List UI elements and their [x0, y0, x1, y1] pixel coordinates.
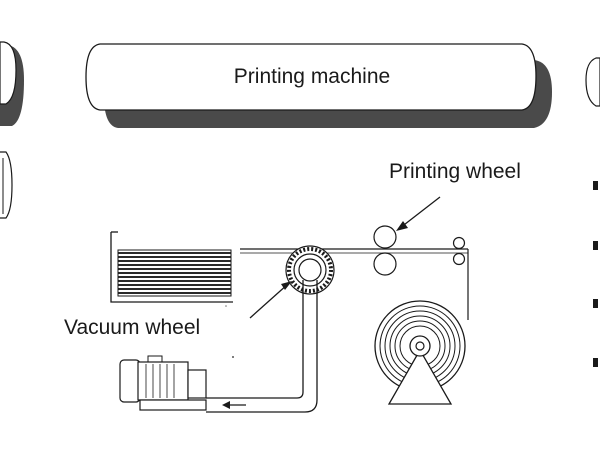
scan-speck [232, 356, 234, 358]
bullet-3 [593, 299, 598, 308]
paper-stack [110, 231, 233, 303]
printing-wheel-callout: Printing wheel [389, 160, 521, 231]
scan-speck [225, 305, 227, 307]
vacuum-wheel [285, 245, 335, 295]
vacuum-duct [206, 280, 318, 413]
bullet-2 [593, 241, 598, 250]
page-title: Printing machine [234, 65, 390, 88]
guide-rollers [452, 236, 466, 266]
right-neighbor-box [585, 57, 600, 367]
bullet-4 [593, 358, 598, 367]
printing-wheel-pair [373, 225, 397, 276]
vacuum-pump-motor [119, 355, 207, 411]
title-box-frame [85, 43, 537, 111]
printing-wheel-label: Printing wheel [389, 160, 521, 183]
vacuum-wheel-label: Vacuum wheel [64, 316, 200, 339]
paper-web [240, 248, 469, 320]
rewind-reel [374, 300, 466, 405]
left-neighbor-box [0, 41, 24, 219]
bullet-1 [593, 181, 598, 190]
title-box: Printing machine [85, 43, 552, 128]
vacuum-wheel-callout: Vacuum wheel [64, 281, 292, 339]
